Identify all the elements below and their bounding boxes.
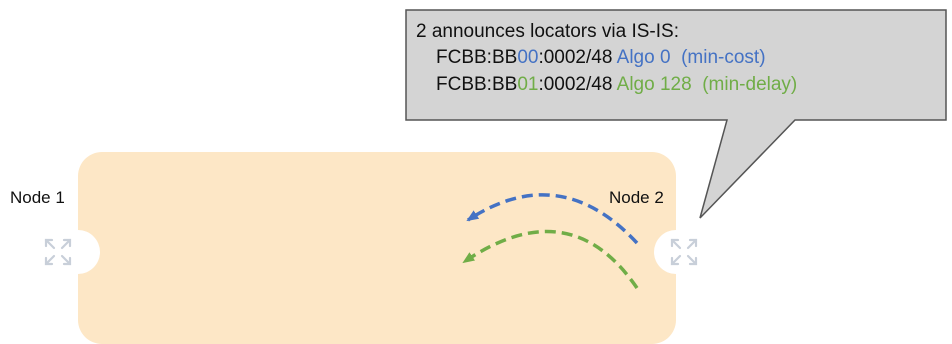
locator-suffix: :0002/48 <box>538 74 613 95</box>
node-2-label: Node 2 <box>609 188 664 207</box>
locator-algo: Algo 128 <box>616 74 692 95</box>
locator-id: 01 <box>517 74 539 95</box>
locator-algo: Algo 0 <box>616 47 671 68</box>
locator-id: 00 <box>517 47 539 68</box>
algo128-advertisement-arrow <box>462 229 639 289</box>
locator-prefix: FCBB:BB <box>436 74 518 95</box>
locator-prefix: FCBB:BB <box>436 47 518 68</box>
network-domain <box>78 152 676 344</box>
locator-line-algo0: FCBB:BB00:0002/48 Algo 0 (min-cost) <box>436 46 766 70</box>
node-1-label: Node 1 <box>10 188 65 207</box>
locator-line-algo128: FCBB:BB01:0002/48 Algo 128 (min-delay) <box>436 73 797 97</box>
callout-box <box>405 9 947 219</box>
router-icon <box>670 238 698 266</box>
locator-note: (min-cost) <box>681 47 766 68</box>
callout-heading: 2 announces locators via IS-IS: <box>416 21 679 42</box>
router-icon <box>44 238 72 266</box>
locator-note: (min-delay) <box>702 74 798 95</box>
algo0-advertisement-arrow <box>466 193 639 245</box>
locator-suffix: :0002/48 <box>538 47 613 68</box>
